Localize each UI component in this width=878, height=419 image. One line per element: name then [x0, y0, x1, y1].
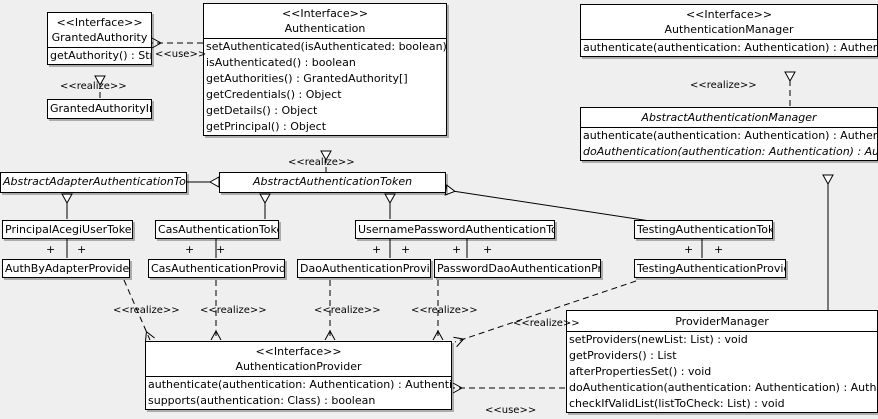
nested-marker: +	[684, 243, 694, 256]
granted-authority-impl-name: GrantedAuthorityImpl	[50, 102, 151, 115]
operation: authenticate(authentication: Authenticat…	[583, 41, 877, 54]
class-authentication[interactable]: <<Interface>> Authentication setAuthenti…	[203, 3, 447, 136]
granted-authority-divider	[48, 47, 151, 48]
authentication-manager-name: AuthenticationManager	[664, 23, 794, 36]
class-provider-manager[interactable]: ProviderManager setProviders(newList: Li…	[566, 310, 878, 413]
username-password-authentication-token-name: UsernamePasswordAuthenticationToken	[358, 223, 554, 236]
class-authentication-manager[interactable]: <<Interface>> AuthenticationManager auth…	[580, 4, 878, 57]
edge-label-realize-auth-by-adapter: <<realize>>	[113, 305, 180, 316]
class-abstract-adapter-authentication-token[interactable]: AbstractAdapterAuthenticationToken	[0, 172, 187, 193]
nested-marker: +	[483, 243, 493, 256]
abstract-authentication-manager-operations: authenticate(authentication: Authenticat…	[581, 128, 877, 160]
nested-marker: +	[452, 243, 462, 256]
class-granted-authority[interactable]: <<Interface>> GrantedAuthority getAuthor…	[47, 12, 152, 65]
granted-authority-stereotype: <<Interface>>	[56, 16, 143, 29]
operation: authenticate(authentication: Authenticat…	[583, 129, 877, 142]
edge-label-realize-password-dao-provider: <<realize>>	[411, 305, 478, 316]
cas-authentication-token-name: CasAuthenticationToken	[158, 223, 279, 236]
edge-label-realize-abstract-auth-token: <<realize>>	[288, 157, 355, 168]
nested-marker: +	[714, 243, 724, 256]
authentication-divider	[204, 38, 446, 39]
auth-by-adapter-provider-name: AuthByAdapterProvider	[5, 262, 130, 275]
authentication-operations: setAuthenticated(isAuthenticated: boolea…	[204, 39, 446, 135]
class-testing-authentication-token[interactable]: TestingAuthenticationToken	[634, 220, 773, 239]
authentication-provider-divider	[146, 376, 451, 377]
operation: doAuthentication(authentication: Authent…	[569, 381, 877, 394]
edge-label-realize-cas-provider: <<realize>>	[200, 305, 267, 316]
authentication-provider-name: AuthenticationProvider	[235, 360, 362, 373]
class-password-dao-authentication-provider[interactable]: PasswordDaoAuthenticationProvider	[434, 259, 601, 278]
operation: setAuthenticated(isAuthenticated: boolea…	[206, 40, 446, 53]
operation: checkIfValidList(listToCheck: List) : vo…	[569, 397, 785, 410]
operation: getCredentials() : Object	[206, 88, 342, 101]
password-dao-authentication-provider-name: PasswordDaoAuthenticationProvider	[437, 262, 600, 275]
nested-marker: +	[216, 243, 226, 256]
edge-label-use-granted-authority: <<use>>	[155, 49, 207, 60]
operation: authenticate(authentication: Authenticat…	[148, 378, 451, 391]
operation: getPrincipal() : Object	[206, 120, 327, 133]
authentication-provider-stereotype: <<Interface>>	[255, 345, 342, 358]
class-testing-authentication-provider[interactable]: TestingAuthenticationProvider	[634, 259, 786, 278]
operation: getAuthority() : String	[50, 49, 151, 62]
operation: doAuthentication(authentication: Authent…	[583, 145, 877, 158]
provider-manager-name: ProviderManager	[675, 315, 769, 328]
class-authentication-provider[interactable]: <<Interface>> AuthenticationProvider aut…	[145, 341, 452, 410]
nested-marker: +	[77, 243, 87, 256]
authentication-name: Authentication	[284, 22, 366, 35]
class-abstract-authentication-manager[interactable]: AbstractAuthenticationManager authentica…	[580, 107, 878, 161]
operation: getProviders() : List	[569, 349, 677, 362]
dao-authentication-provider-name: DaoAuthenticationProvider	[300, 262, 430, 275]
edge-label-realize-testing-provider: <<realize>>	[513, 318, 580, 329]
granted-authority-name: GrantedAuthority	[51, 31, 148, 44]
testing-authentication-token-name: TestingAuthenticationToken	[637, 223, 773, 236]
nested-marker: +	[185, 243, 195, 256]
authentication-manager-operations: authenticate(authentication: Authenticat…	[581, 40, 877, 56]
authentication-manager-stereotype: <<Interface>>	[685, 8, 773, 21]
operation: getAuthorities() : GrantedAuthority[]	[206, 72, 408, 85]
operation: afterPropertiesSet() : void	[569, 365, 712, 378]
edge-testingauthenticationtoken-extends-abstractauthenticationtoken	[446, 190, 651, 222]
class-cas-authentication-token[interactable]: CasAuthenticationToken	[155, 220, 279, 239]
class-granted-authority-impl[interactable]: GrantedAuthorityImpl	[47, 99, 152, 119]
edge-label-realize-abstract-auth-manager: <<realize>>	[690, 80, 757, 91]
authentication-stereotype: <<Interface>>	[281, 7, 369, 20]
class-abstract-authentication-token[interactable]: AbstractAuthenticationToken	[219, 172, 446, 193]
authentication-provider-operations: authenticate(authentication: Authenticat…	[146, 377, 451, 409]
operation: supports(authentication: Class) : boolea…	[148, 394, 376, 407]
abstract-authentication-manager-name: AbstractAuthenticationManager	[641, 111, 817, 124]
nested-marker: +	[401, 243, 411, 256]
provider-manager-operations: setProviders(newList: List) : void getPr…	[567, 332, 877, 412]
operation: isAuthenticated() : boolean	[206, 56, 356, 69]
authentication-manager-divider	[581, 39, 877, 40]
class-username-password-authentication-token[interactable]: UsernamePasswordAuthenticationToken	[355, 220, 555, 239]
testing-authentication-provider-name: TestingAuthenticationProvider	[637, 262, 786, 275]
abstract-authentication-token-name: AbstractAuthenticationToken	[252, 175, 413, 188]
abstract-authentication-manager-divider	[581, 127, 877, 128]
granted-authority-operations: getAuthority() : String	[48, 48, 151, 64]
operation: getDetails() : Object	[206, 104, 318, 117]
operation: setProviders(newList: List) : void	[569, 333, 748, 346]
nested-marker: +	[372, 243, 382, 256]
class-auth-by-adapter-provider[interactable]: AuthByAdapterProvider	[2, 259, 130, 278]
nested-marker: +	[46, 243, 56, 256]
abstract-adapter-authentication-token-name: AbstractAdapterAuthenticationToken	[3, 175, 187, 188]
principal-acegi-user-token-name: PrincipalAcegiUserToken	[5, 223, 133, 236]
class-principal-acegi-user-token[interactable]: PrincipalAcegiUserToken	[2, 220, 133, 239]
edge-label-use-provider-manager: <<use>>	[485, 405, 537, 416]
class-cas-authentication-provider[interactable]: CasAuthenticationProvider	[148, 259, 285, 278]
provider-manager-divider	[567, 331, 877, 332]
edge-label-realize-dao-provider: <<realize>>	[314, 305, 381, 316]
class-dao-authentication-provider[interactable]: DaoAuthenticationProvider	[297, 259, 431, 278]
edge-label-realize-granted-authority-impl: <<realize>>	[60, 81, 127, 92]
cas-authentication-provider-name: CasAuthenticationProvider	[151, 262, 285, 275]
